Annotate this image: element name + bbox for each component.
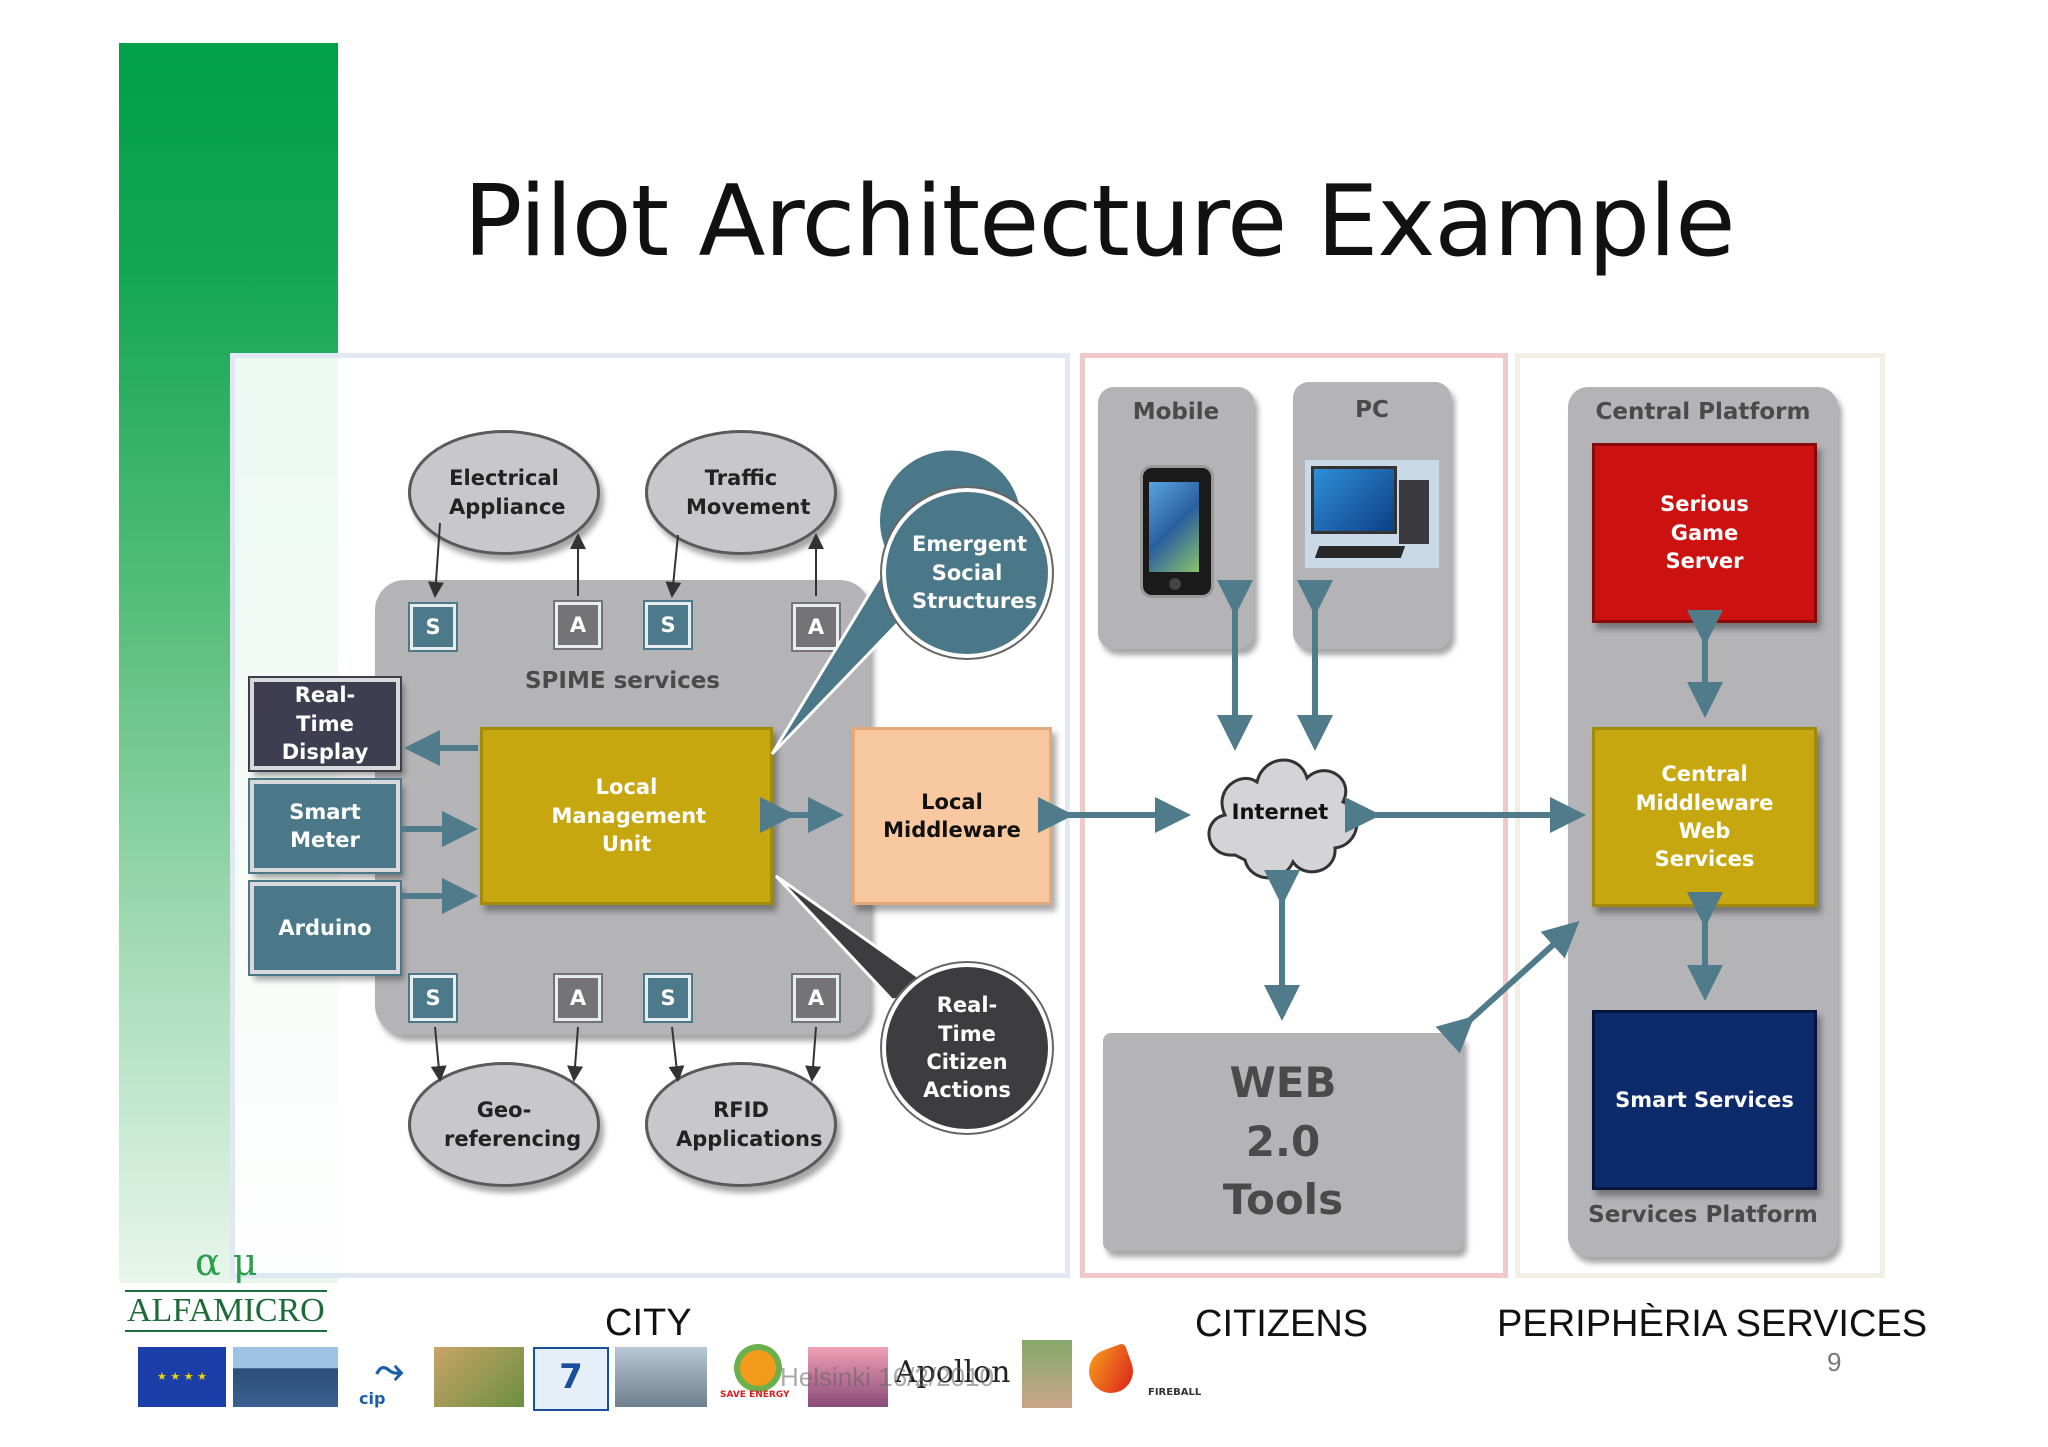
- page-number: 9: [1827, 1347, 1842, 1377]
- local-management-unit: Local Management Unit: [480, 727, 773, 905]
- web-2-0-tools-block: WEB 2.0 Tools: [1103, 1033, 1463, 1251]
- sensor-marker: S: [408, 602, 458, 652]
- callout-real-time-citizen-actions: Real-Time Citizen Actions: [923, 993, 1011, 1103]
- callout-bubble-top: [882, 488, 1052, 658]
- woman-photo: [1022, 1340, 1072, 1408]
- sensor-marker: S: [643, 973, 693, 1023]
- device-arduino: Arduino: [248, 880, 402, 976]
- footer-text: Helsinki 16/2/2010: [780, 1362, 994, 1392]
- alfamicro-logo: ALFAMICRO: [125, 1290, 327, 1332]
- region-label-city: CITY: [605, 1302, 692, 1344]
- solar-panels-photo: [233, 1347, 338, 1407]
- ellipse-electrical-appliance: Electrical Appliance: [408, 430, 600, 555]
- pc-computer-icon: [1305, 460, 1439, 568]
- ellipse-rfid-applications: RFID Applications: [645, 1062, 837, 1187]
- alfamicro-symbol: α μ: [195, 1240, 258, 1284]
- building-photo: [615, 1347, 707, 1407]
- eu-flag-logo: ★ ★ ★ ★: [138, 1347, 226, 1407]
- device-smart-meter: Smart Meter: [248, 778, 402, 874]
- central-middleware-web-services: Central Middleware Web Services: [1592, 727, 1817, 907]
- cip-logo: ⤳ cip: [359, 1350, 404, 1408]
- device-real-time-display: Real-Time Display: [248, 676, 402, 772]
- people-photo: [434, 1347, 524, 1407]
- services-platform-label: Services Platform: [1588, 1202, 1818, 1228]
- callout-bubble-bottom: [882, 963, 1052, 1133]
- ellipse-geo-referencing: Geo-referencing: [408, 1062, 600, 1187]
- actuator-marker: A: [553, 973, 603, 1023]
- fp7-logo: 7: [533, 1347, 609, 1411]
- central-platform-label: Central Platform: [1595, 399, 1811, 425]
- pc-label: PC: [1355, 397, 1389, 423]
- city-sunset-photo: [808, 1347, 888, 1407]
- local-middleware: Local Middleware: [852, 727, 1052, 905]
- spime-services-label: SPIME services: [524, 668, 721, 694]
- sensor-marker: S: [643, 600, 693, 650]
- fireball-logo: FIREBALL: [1082, 1342, 1205, 1407]
- region-label-citizens: CITIZENS: [1195, 1303, 1369, 1345]
- serious-game-server: Serious Game Server: [1592, 443, 1817, 623]
- internet-label: Internet: [1231, 800, 1329, 824]
- apollon-logo: Apollon: [895, 1355, 1011, 1390]
- actuator-marker: A: [791, 973, 841, 1023]
- ellipse-traffic-movement: Traffic Movement: [645, 430, 837, 555]
- mobile-phone-icon: [1140, 465, 1214, 598]
- save-energy-logo: SAVE ENERGY: [718, 1340, 798, 1410]
- mobile-label: Mobile: [1132, 399, 1220, 425]
- internet-cloud-icon: [1207, 758, 1359, 880]
- callout-emergent-social-structures: Emergent Social Structures: [912, 532, 1038, 614]
- region-label-periphery: PERIPHÈRIA SERVICES: [1497, 1303, 1928, 1345]
- sensor-marker: S: [408, 973, 458, 1023]
- web-2-0-tools-label: WEB 2.0 Tools: [1222, 1057, 1344, 1225]
- actuator-marker: A: [791, 602, 841, 652]
- actuator-marker: A: [553, 600, 603, 650]
- slide-title: Pilot Architecture Example: [463, 165, 1735, 279]
- smart-services: Smart Services: [1592, 1010, 1817, 1190]
